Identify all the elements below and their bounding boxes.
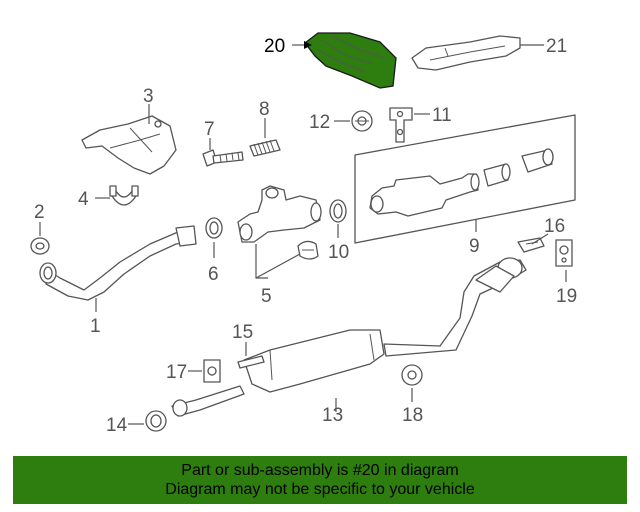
callout-5[interactable]: 5 [261, 286, 272, 307]
part-21-heat-insulator[interactable] [411, 35, 521, 71]
part-5-clamp[interactable] [297, 240, 319, 260]
part-10-gasket[interactable] [329, 199, 347, 223]
callout-9[interactable]: 9 [469, 236, 480, 257]
callout-4[interactable]: 4 [78, 189, 89, 210]
part-6-gasket[interactable] [205, 217, 223, 239]
callout-20[interactable]: 20 [264, 36, 285, 57]
callout-10[interactable]: 10 [328, 242, 349, 263]
callout-15[interactable]: 15 [232, 322, 253, 343]
callout-17[interactable]: 17 [166, 362, 187, 383]
part-9-converter-group[interactable] [354, 114, 576, 244]
banner-line-2: Diagram may not be specific to your vehi… [165, 481, 475, 498]
callout-6[interactable]: 6 [208, 264, 219, 285]
callout-19[interactable]: 19 [556, 286, 577, 307]
part-14-gasket[interactable] [145, 410, 167, 432]
callout-3[interactable]: 3 [143, 86, 154, 107]
part-8-spring[interactable] [249, 139, 281, 157]
callout-16[interactable]: 16 [544, 216, 565, 237]
part-2-gasket[interactable] [30, 237, 50, 255]
part-18-hanger[interactable] [401, 364, 423, 386]
part-15-gasket[interactable] [237, 355, 265, 369]
callout-18[interactable]: 18 [402, 405, 423, 426]
callout-11[interactable]: 11 [432, 105, 452, 126]
exhaust-parts-diagram: 20 21 3 4 7 8 12 [30, 32, 577, 436]
part-1-front-pipe[interactable] [39, 225, 197, 301]
callout-2[interactable]: 2 [34, 202, 45, 223]
part-4-clamp[interactable] [109, 185, 139, 206]
callout-21[interactable]: 21 [546, 36, 567, 57]
callout-14[interactable]: 14 [106, 415, 128, 436]
callout-8[interactable]: 8 [259, 99, 270, 120]
part-17-hanger[interactable] [203, 359, 221, 383]
part-3-bracket[interactable] [81, 115, 177, 175]
part-13-muffler-assembly[interactable] [171, 257, 527, 417]
banner-line-1: Part or sub-assembly is #20 in diagram [181, 462, 459, 479]
part-7-bolt[interactable] [202, 149, 244, 167]
part-20-heat-insulator[interactable] [304, 32, 397, 89]
info-banner: Part or sub-assembly is #20 in diagram D… [13, 456, 627, 504]
callout-13[interactable]: 13 [322, 405, 343, 426]
part-12-hanger[interactable] [351, 110, 373, 132]
callout-1[interactable]: 1 [90, 316, 101, 337]
part-19-hanger[interactable] [555, 239, 573, 267]
callout-7[interactable]: 7 [204, 119, 215, 140]
part-5-exhaust-pipe[interactable] [237, 185, 322, 243]
part-16-tail-tip[interactable] [517, 237, 545, 253]
part-11-bracket[interactable] [389, 107, 413, 143]
callout-12[interactable]: 12 [309, 112, 330, 133]
